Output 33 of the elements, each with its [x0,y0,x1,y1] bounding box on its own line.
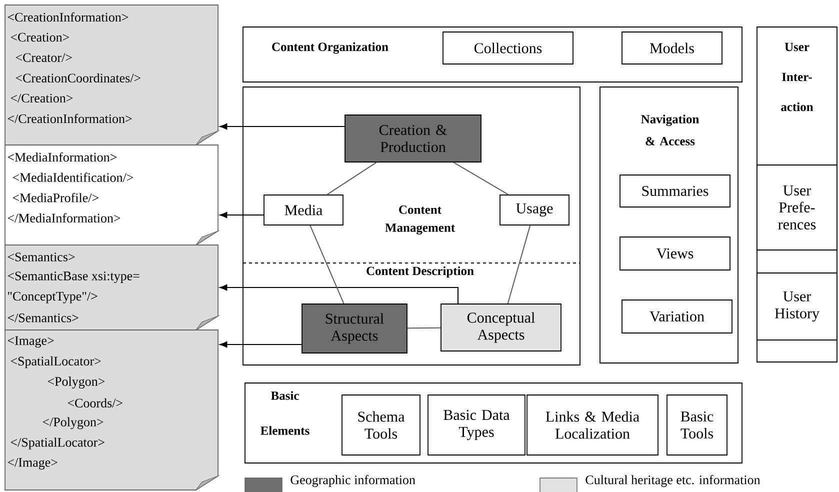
category-box: Schema Tools [342,394,420,456]
connector-line [507,224,531,304]
category-box: Models [622,32,722,64]
panel-title: Content Description [366,266,474,278]
category-box: User Prefe- rences [756,164,838,250]
legend-label: Geographic information [290,475,416,487]
category-box: Structural Aspects [302,304,408,354]
category-box: Variation [622,300,732,334]
panel-title: Content Management [385,205,455,235]
arrow [220,284,458,304]
category-box: User History [756,272,838,340]
connector-line [326,162,377,196]
category-box: Media [264,194,344,226]
category-box: Collections [442,32,574,64]
arrow [220,123,346,130]
arrow [220,212,264,218]
connector-line [453,162,509,196]
panel-title: Navigation & Access [641,114,699,146]
category-box: Links & Media Localization [526,394,658,456]
connector-line [406,327,442,329]
category-box: Conceptual Aspects [440,304,562,352]
panel-title: User Inter- action [781,42,814,112]
legend-label: Cultural heritage etc. information [586,475,760,487]
category-box: Creation & Production [344,114,482,162]
arrow [220,341,302,348]
category-box: Views [620,236,730,270]
category-box: Basic Data Types [428,394,526,456]
category-box: Usage [500,194,570,226]
category-box: Basic Tools [666,394,728,456]
panel-title: Content Organization [272,42,388,54]
panel-title: Basic Elements [260,391,310,435]
connector-line [310,224,344,304]
category-box: Summaries [620,174,730,208]
